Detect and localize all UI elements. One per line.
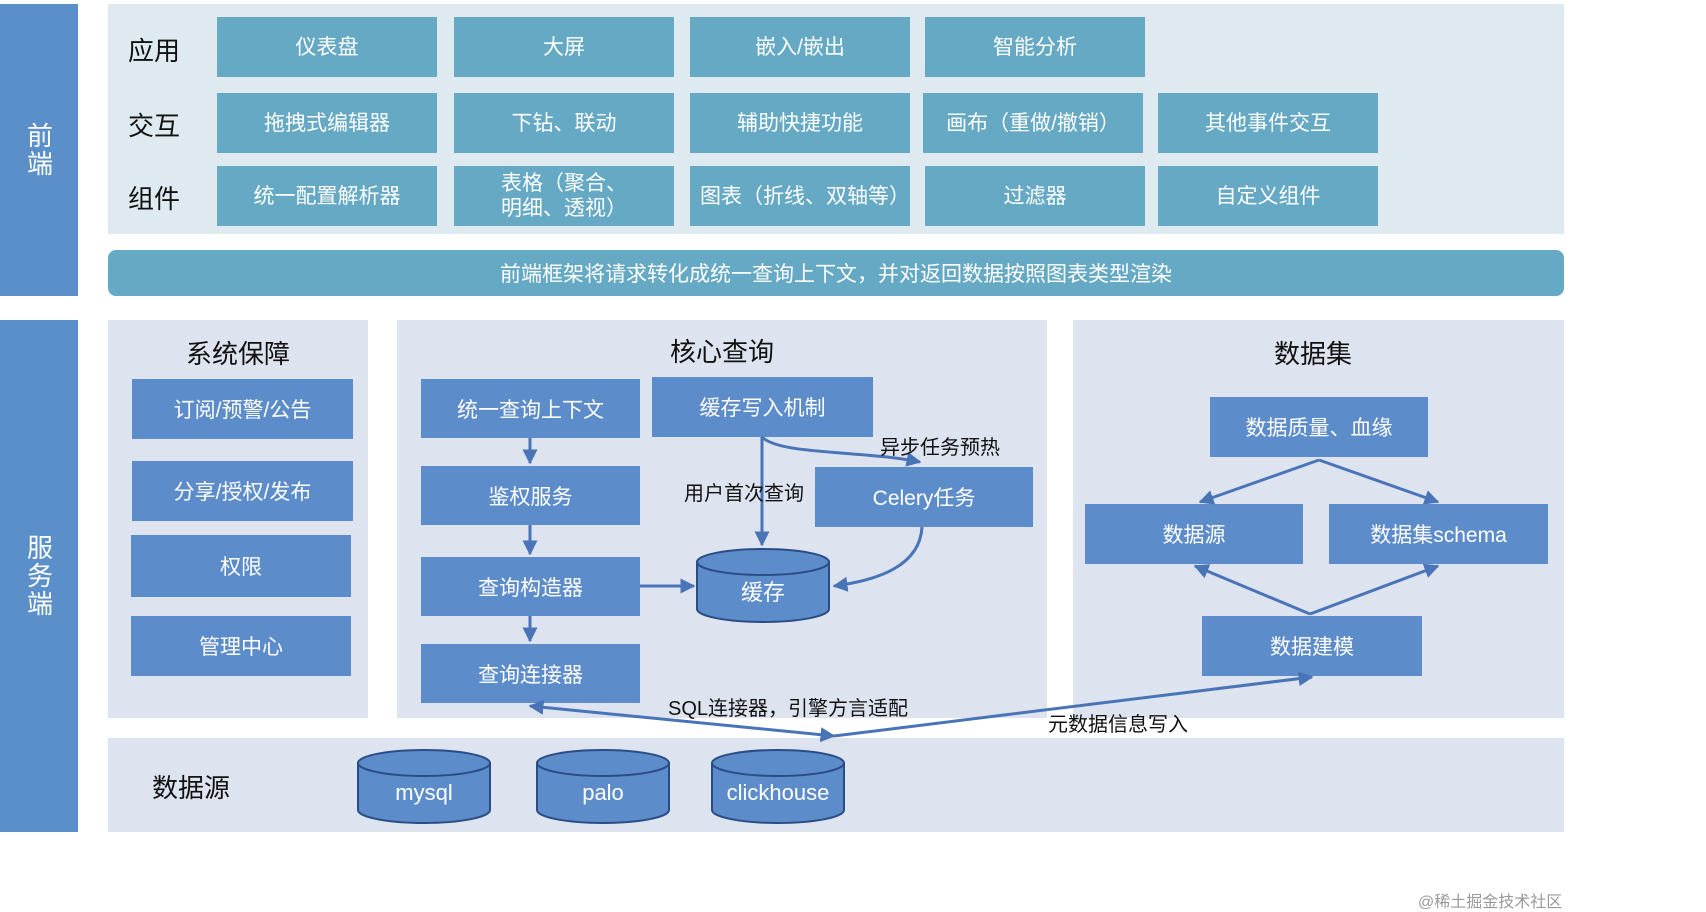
dataset-modeling: 数据建模 <box>1202 616 1422 676</box>
note-async-warm: 异步任务预热 <box>880 437 1000 459</box>
dataset-title: 数据集 <box>1273 339 1352 369</box>
frontend-side-label: 前端 <box>0 4 78 296</box>
db-palo-label: palo <box>582 780 624 805</box>
arrow-metadata-write <box>833 671 1314 738</box>
arrow-modeling-to-schema <box>1309 563 1440 616</box>
system-permission: 权限 <box>131 535 351 597</box>
component-config-parser: 统一配置解析器 <box>217 166 437 226</box>
app-bigscreen: 大屏 <box>454 17 674 77</box>
arrow-connector-datasource <box>528 699 836 743</box>
interaction-canvas-undo: 画布（重做/撤销） <box>923 93 1143 153</box>
arrow-modeling-to-source <box>1193 564 1311 616</box>
component-custom: 自定义组件 <box>1158 166 1378 226</box>
component-chart: 图表（折线、双轴等） <box>690 166 910 226</box>
core-query-connector: 查询连接器 <box>421 644 640 703</box>
dataset-source: 数据源 <box>1085 504 1303 564</box>
system-share-publish: 分享/授权/发布 <box>132 461 353 521</box>
core-celery-task: Celery任务 <box>815 467 1033 527</box>
cache-label: 缓存 <box>741 580 785 605</box>
core-cache-write: 缓存写入机制 <box>652 377 873 437</box>
db-clickhouse-cylinder <box>711 749 845 824</box>
datasource-title: 数据源 <box>152 772 231 803</box>
note-first-query: 用户首次查询 <box>684 483 804 505</box>
app-embed: 嵌入/嵌出 <box>690 17 910 77</box>
row-label-interaction: 交互 <box>128 110 181 141</box>
interaction-shortcuts: 辅助快捷功能 <box>690 93 910 153</box>
note-metadata-write: 元数据信息写入 <box>1048 714 1188 736</box>
arrow-cachewrite-to-celery <box>760 435 922 467</box>
cache-cylinder <box>696 548 830 623</box>
app-smart-analysis: 智能分析 <box>925 17 1145 77</box>
component-filter: 过滤器 <box>925 166 1145 226</box>
core-unified-context: 统一查询上下文 <box>421 379 640 438</box>
dataset-schema: 数据集schema <box>1329 504 1548 564</box>
interaction-dragdrop-editor: 拖拽式编辑器 <box>217 93 437 153</box>
backend-side-label: 服务端 <box>0 320 78 832</box>
row-label-component: 组件 <box>128 183 181 214</box>
app-dashboard: 仪表盘 <box>217 17 437 77</box>
arrow-quality-to-schema <box>1318 458 1440 505</box>
system-admin-center: 管理中心 <box>131 616 351 676</box>
row-label-app: 应用 <box>128 35 181 66</box>
note-sql-connector: SQL连接器，引擎方言适配 <box>668 698 909 720</box>
db-mysql-cylinder <box>357 749 491 824</box>
interaction-other-events: 其他事件交互 <box>1158 93 1378 153</box>
core-auth-service: 鉴权服务 <box>421 466 640 525</box>
arrow-quality-to-source <box>1198 458 1320 505</box>
db-palo-cylinder <box>536 749 670 824</box>
interaction-drilldown: 下钻、联动 <box>454 93 674 153</box>
db-mysql-label: mysql <box>395 780 452 805</box>
system-subscribe-alert: 订阅/预警/公告 <box>132 379 353 439</box>
component-table: 表格（聚合、明细、透视） <box>454 166 674 226</box>
watermark: @稀土掘金技术社区 <box>1418 894 1563 911</box>
system-title: 系统保障 <box>185 339 290 369</box>
frontend-banner: 前端框架将请求转化成统一查询上下文，并对返回数据按照图表类型渲染 <box>108 250 1564 296</box>
dataset-quality-lineage: 数据质量、血缘 <box>1210 397 1428 457</box>
core-title: 核心查询 <box>669 337 774 367</box>
db-clickhouse-label: clickhouse <box>727 780 830 805</box>
arrow-celery-to-cache <box>832 526 924 592</box>
core-query-builder: 查询构造器 <box>421 557 640 616</box>
